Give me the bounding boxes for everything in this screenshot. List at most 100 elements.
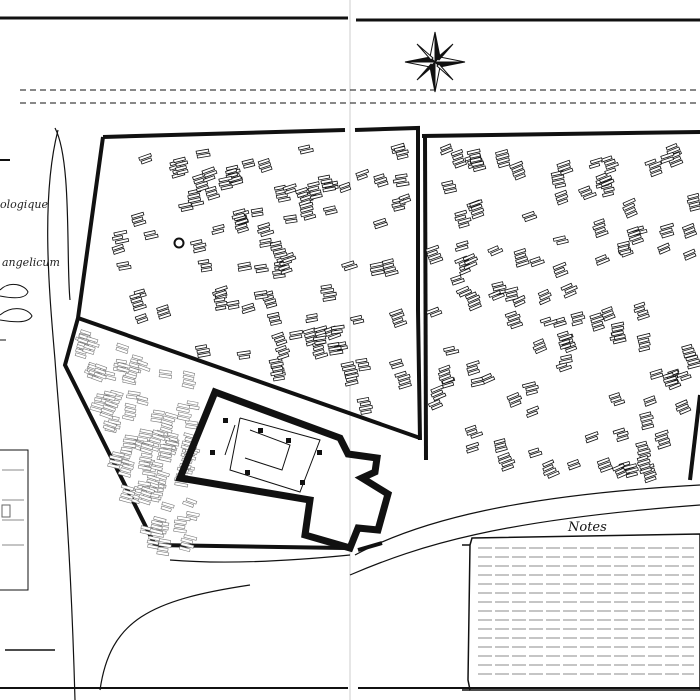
grave-mark (622, 202, 636, 212)
grave-mark (158, 369, 172, 375)
grave-mark (396, 181, 410, 188)
grave-mark (257, 158, 270, 166)
grave-mark (178, 201, 192, 209)
grave-mark (591, 320, 604, 328)
grave-mark (617, 240, 630, 248)
grave-mark (669, 159, 684, 168)
grave-mark (513, 299, 526, 308)
grave-mark (684, 230, 698, 239)
grave-mark (611, 463, 625, 472)
grave-mark (215, 300, 228, 307)
grave-mark (320, 178, 333, 185)
grave-mark (553, 320, 567, 328)
grave-mark (602, 191, 615, 198)
grave-mark (203, 169, 218, 178)
grave-mark (124, 372, 137, 380)
grave-mark (636, 332, 651, 340)
grave-mark (340, 361, 355, 368)
grave-mark (202, 175, 216, 183)
grave-mark (660, 222, 675, 231)
grave-mark (611, 330, 624, 337)
grave-mark (398, 193, 410, 201)
grave-mark (454, 244, 469, 252)
grave-mark (613, 334, 626, 341)
grave-mark (185, 424, 198, 430)
grave-mark (440, 147, 454, 156)
grave-mark (660, 151, 675, 160)
grave-mark (625, 210, 638, 219)
grave-mark (273, 335, 286, 343)
grave-mark (296, 191, 309, 199)
grave-mark (271, 366, 284, 372)
grave-mark (160, 505, 172, 513)
grave-mark (558, 358, 573, 365)
grave-mark (470, 203, 483, 211)
road-lines (47, 127, 700, 700)
legend-text-archeologique: ologique (0, 198, 48, 211)
grave-mark (274, 252, 288, 259)
grave-mark (454, 160, 468, 169)
grave-mark (140, 443, 154, 451)
grave-mark (393, 145, 406, 152)
grave-mark (490, 247, 504, 257)
grave-mark (683, 227, 696, 235)
grave-mark (497, 452, 511, 460)
grave-mark (442, 183, 457, 191)
grave-mark (274, 345, 287, 353)
grave-mark (282, 255, 297, 264)
grave-mark (537, 288, 550, 297)
grave-mark (122, 438, 137, 444)
grave-mark (639, 463, 651, 470)
grave-mark (181, 383, 195, 390)
grave-mark (597, 461, 612, 470)
grave-mark (641, 423, 655, 431)
grave-mark (508, 395, 523, 404)
grave-mark (668, 382, 682, 391)
grave-mark (683, 351, 697, 359)
grave-mark (270, 244, 283, 251)
grave-mark (398, 378, 411, 386)
grave-mark (174, 165, 187, 172)
grave-mark (628, 234, 642, 242)
grave-mark (159, 443, 173, 450)
grave-mark (427, 252, 442, 261)
grave-mark (658, 246, 671, 255)
grave-mark (104, 400, 119, 409)
grave-mark (661, 231, 675, 239)
grave-mark (137, 480, 151, 487)
grave-mark (612, 337, 627, 345)
grave-mark (136, 399, 149, 406)
grave-mark (309, 193, 323, 200)
grave-mark (278, 264, 290, 272)
grave-mark (437, 369, 451, 377)
grave-mark (625, 467, 639, 474)
grave-mark (391, 362, 404, 370)
grave-mark (234, 218, 249, 226)
grave-mark (685, 354, 699, 362)
grave-mark (270, 361, 284, 368)
grave-mark (684, 252, 697, 261)
grave-mark (177, 411, 192, 418)
grave-mark (329, 349, 344, 356)
grave-mark (359, 400, 371, 407)
grave-mark (358, 404, 373, 411)
grave-mark (384, 269, 399, 277)
grave-mark (501, 459, 516, 468)
grave-mark (580, 189, 593, 197)
grave-mark (559, 343, 572, 350)
grave-mark (243, 162, 256, 169)
grave-mark (682, 347, 695, 355)
grave-mark (441, 180, 454, 187)
grave-mark (441, 376, 455, 385)
grave-mark (678, 406, 692, 415)
grave-mark (538, 292, 552, 301)
grave-mark (687, 358, 700, 366)
grave-mark (312, 349, 325, 356)
grave-mark (371, 269, 385, 277)
grave-mark (299, 148, 314, 155)
grave-mark (595, 230, 609, 239)
grave-mark (526, 410, 539, 419)
grave-mark (117, 362, 131, 369)
grave-mark (116, 261, 130, 267)
grave-mark (616, 435, 629, 443)
